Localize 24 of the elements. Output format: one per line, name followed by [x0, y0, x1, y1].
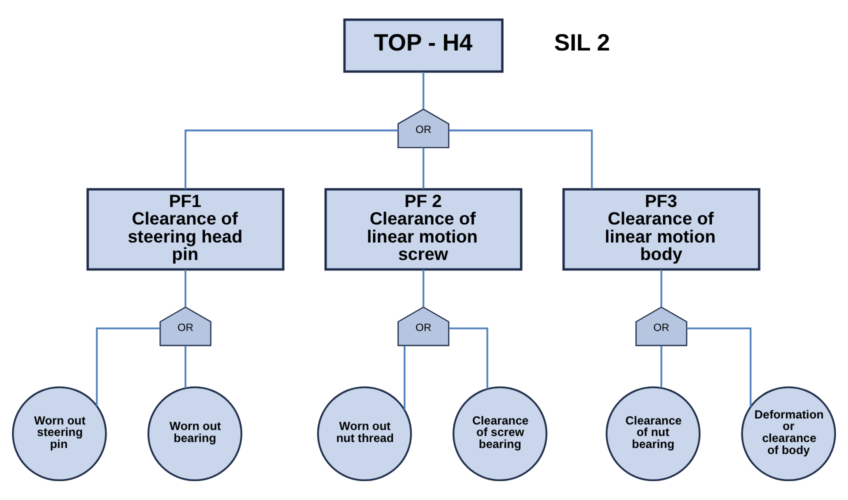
connector: [422, 270, 424, 308]
connector: [660, 346, 662, 388]
node-box: PF1 Clearance of steering head pin: [86, 188, 284, 271]
connector: [96, 327, 160, 406]
connector: [686, 327, 752, 407]
node-circle: Clearance of screw bearing: [452, 386, 548, 482]
connector: [422, 148, 424, 189]
node-circle: Deformation or clearance of body: [741, 386, 836, 482]
connector: [422, 72, 424, 109]
node-box: PF 2 Clearance of linear motion screw: [324, 188, 522, 271]
node-circle: Worn out steering pin: [12, 386, 107, 482]
node-circle: Worn out bearing: [147, 386, 242, 482]
connector: [660, 270, 662, 308]
connector: [184, 346, 186, 388]
connector: [449, 130, 593, 190]
node-circle: Clearance of nut bearing: [606, 386, 701, 482]
connector: [184, 270, 186, 308]
node-box: TOP - H4: [343, 18, 504, 73]
node-circle: Worn out nut thread: [317, 386, 412, 482]
node-label: SIL 2: [554, 29, 610, 56]
connector: [449, 327, 488, 389]
connector: [404, 346, 406, 410]
connector: [184, 130, 398, 190]
node-box: PF3 Clearance of linear motion body: [562, 188, 760, 271]
